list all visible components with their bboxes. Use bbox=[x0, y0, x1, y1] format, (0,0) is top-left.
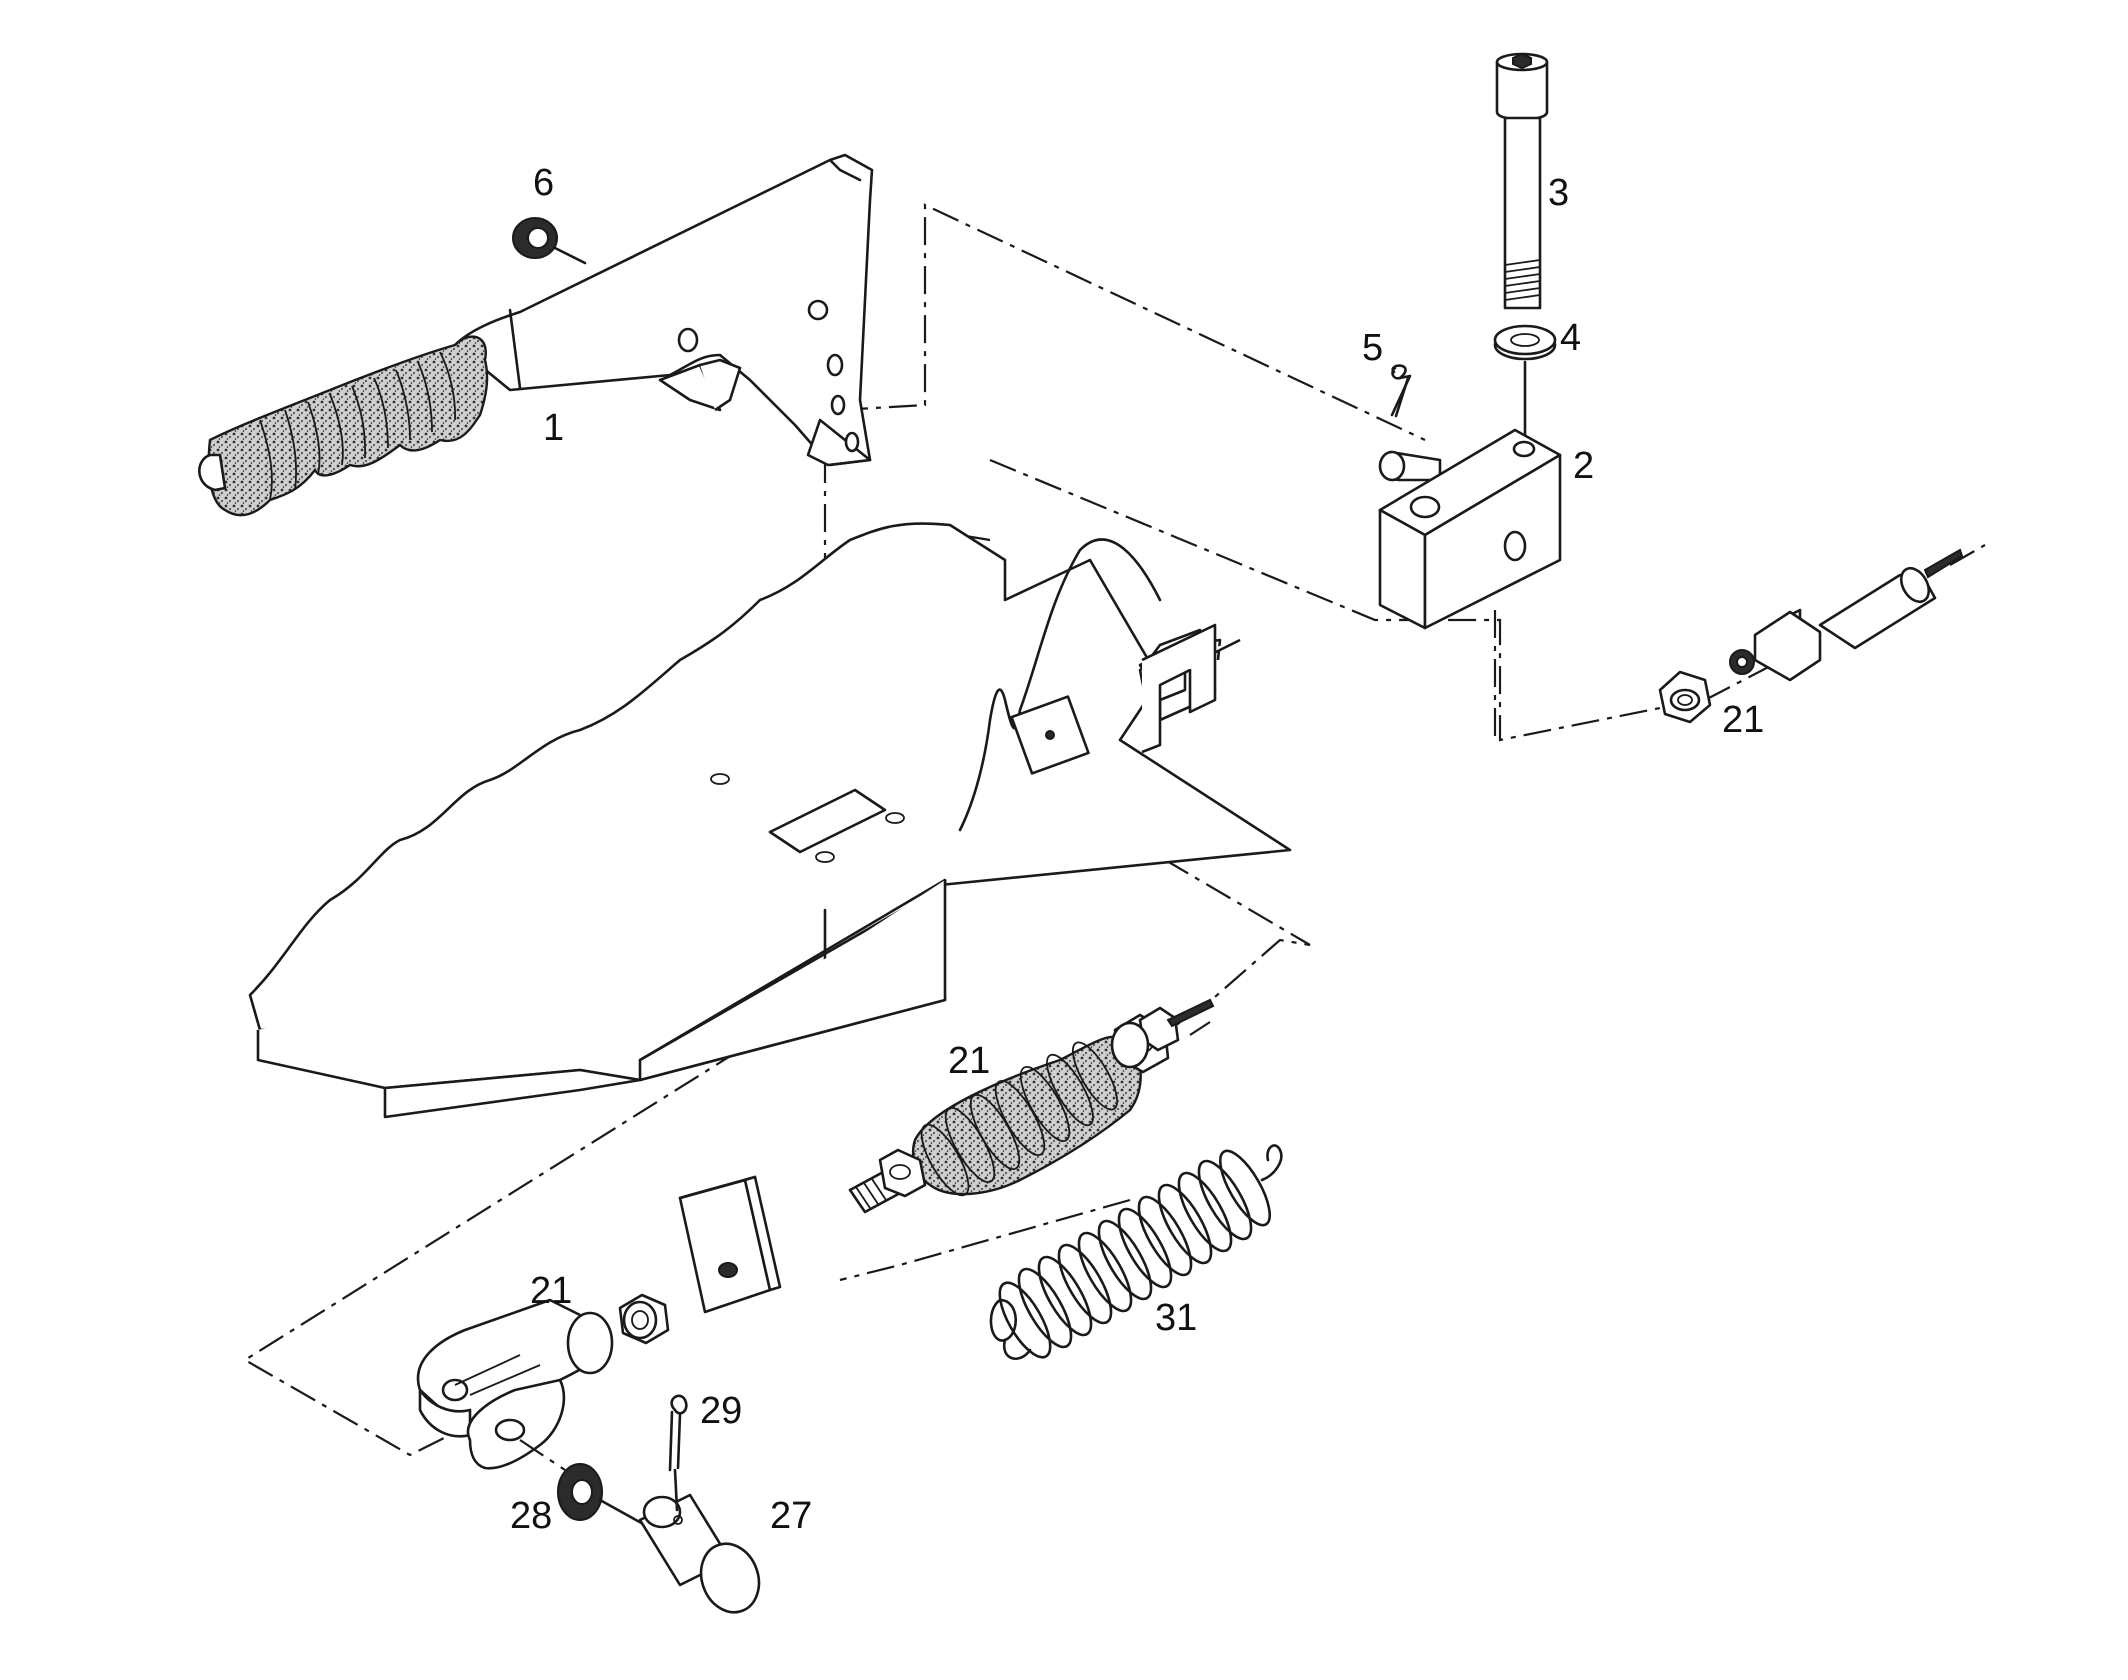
callout-31: 31 bbox=[1155, 1297, 1197, 1339]
mounting-plate bbox=[678, 1175, 782, 1314]
nut-part-21-boot bbox=[1110, 998, 1215, 1074]
callout-28: 28 bbox=[510, 1495, 552, 1537]
callout-29: 29 bbox=[700, 1390, 742, 1432]
panel-stop-block bbox=[1141, 623, 1217, 754]
washer-part-28 bbox=[519, 1439, 647, 1527]
washer-part-6 bbox=[512, 217, 587, 265]
callout-21-cable-end: 21 bbox=[1722, 699, 1764, 741]
callout-1: 1 bbox=[543, 407, 564, 449]
washer-part-4 bbox=[1493, 324, 1557, 442]
lever-grip bbox=[198, 335, 489, 517]
callout-4: 4 bbox=[1560, 317, 1581, 359]
callout-labels: 1 2 3 4 5 6 21 21 21 27 28 29 31 bbox=[510, 162, 1764, 1537]
callout-21-boot: 21 bbox=[948, 1040, 990, 1082]
cotter-pin-part-5 bbox=[1390, 364, 1412, 418]
cable-sleeve bbox=[1729, 548, 1964, 682]
nut-part-21-cable-end bbox=[1658, 670, 1712, 724]
callout-21-clevis: 21 bbox=[530, 1270, 572, 1312]
rubber-boot bbox=[911, 1035, 1142, 1197]
adjuster-rod bbox=[848, 1148, 927, 1214]
bracket-block bbox=[1378, 428, 1562, 630]
spring-part-31 bbox=[989, 1144, 1283, 1360]
callout-27: 27 bbox=[770, 1495, 812, 1537]
clevis-pin-part-27 bbox=[638, 1493, 761, 1614]
callout-6: 6 bbox=[533, 162, 554, 204]
callout-2: 2 bbox=[1573, 445, 1594, 487]
nut-part-21-clevis bbox=[618, 1293, 670, 1345]
handbrake-lever bbox=[453, 153, 874, 467]
cotter-pin-part-29 bbox=[668, 1394, 688, 1512]
callout-3: 3 bbox=[1548, 172, 1569, 214]
socket-head-bolt bbox=[1495, 52, 1549, 310]
callout-5: 5 bbox=[1362, 327, 1383, 369]
clevis bbox=[416, 1298, 614, 1470]
